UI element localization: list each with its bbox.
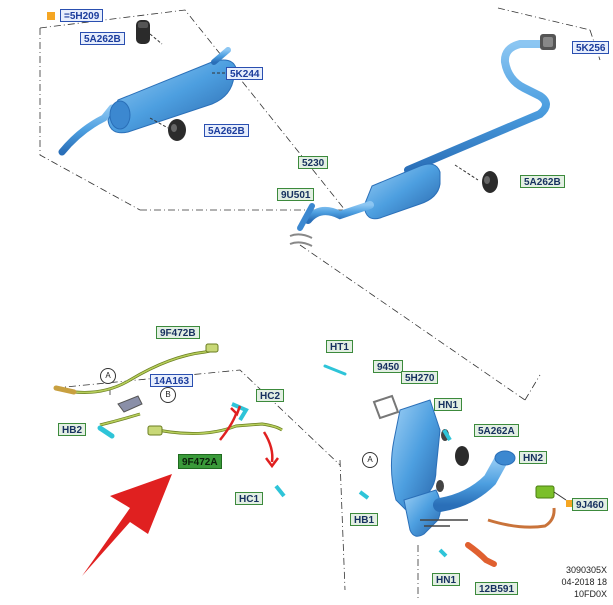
callout-b-left: B — [160, 387, 176, 403]
label-ht1: HT1 — [326, 340, 353, 353]
label-9f472b: 9F472B — [156, 326, 200, 339]
callout-a-right: A — [362, 452, 378, 468]
gasket-9450 — [372, 394, 400, 420]
pipe-clamp-top-right — [540, 34, 556, 50]
o2-sensor-harness-a — [97, 395, 283, 439]
label-14a163: 14A163 — [150, 374, 194, 387]
label-9450: 9450 — [373, 360, 404, 373]
label-5h270: 5H270 — [401, 371, 439, 384]
red-curved-arrows — [219, 405, 279, 469]
rubber-insulator-tl — [136, 20, 163, 45]
footer-code-1: 3090305X — [565, 565, 607, 575]
rear-muffler — [58, 47, 237, 156]
label-9j460: 9J460 — [572, 498, 608, 511]
label-5a262b-r: 5A262B — [520, 175, 565, 188]
label-hc2: HC2 — [256, 389, 285, 402]
catalytic-converter — [390, 399, 516, 537]
ht1-sensor — [323, 364, 347, 376]
legend-marker-icon — [47, 12, 55, 20]
rubber-insulator-cat — [455, 446, 469, 466]
label-5k256: 5K256 — [572, 41, 610, 54]
label-9f472a-highlighted: 9F472A — [178, 454, 222, 469]
label-hb2: HB2 — [58, 423, 87, 436]
label-5a262a: 5A262A — [474, 424, 519, 437]
rubber-insulator-left — [149, 117, 186, 141]
footer-code-3: 10FD0X — [573, 589, 607, 599]
label-5a262b-tl: 5A262B — [80, 32, 125, 45]
section-boundary-lines — [39, 7, 601, 600]
legend-label: =5H209 — [60, 9, 104, 22]
label-12b591: 12B591 — [475, 582, 519, 595]
label-hc1: HC1 — [235, 492, 264, 505]
label-5k244: 5K244 — [226, 67, 264, 80]
label-5230: 5230 — [298, 156, 329, 169]
red-arrow-icon — [82, 474, 172, 576]
center-pipe-resonator — [289, 40, 552, 247]
o2-sensor-harness-b — [53, 343, 219, 395]
rubber-insulator-right — [482, 171, 498, 193]
label-hb1: HB1 — [350, 513, 379, 526]
rear-o2-sensor-harness — [465, 507, 556, 567]
label-hn2: HN2 — [519, 451, 548, 464]
callout-a-left: A — [100, 368, 116, 384]
hn2-sensor — [535, 485, 573, 507]
label-hn1-bottom: HN1 — [432, 573, 461, 586]
footer-code-2: 04-2018 18 — [561, 577, 607, 587]
label-hn1-top: HN1 — [434, 398, 463, 411]
hn-connectors — [358, 428, 452, 558]
label-5a262b-l: 5A262B — [204, 124, 249, 137]
hc-connectors — [231, 402, 286, 498]
label-9u501: 9U501 — [277, 188, 315, 201]
